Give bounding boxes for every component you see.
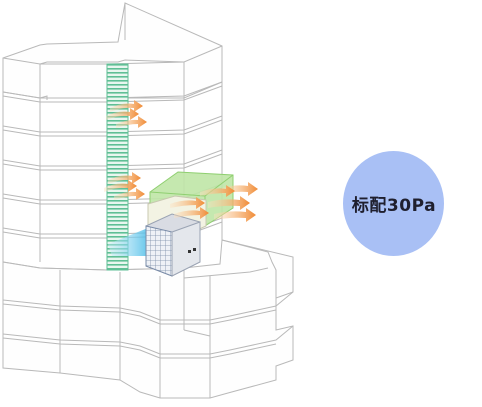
airflow-cone [108, 228, 150, 256]
air-handling-unit [145, 213, 201, 277]
pressure-badge-label: 标配30Pa [351, 196, 437, 216]
pressure-badge: 标配30Pa [343, 151, 444, 256]
podium-floors [2, 239, 294, 398]
airflow-arrows [104, 100, 258, 222]
